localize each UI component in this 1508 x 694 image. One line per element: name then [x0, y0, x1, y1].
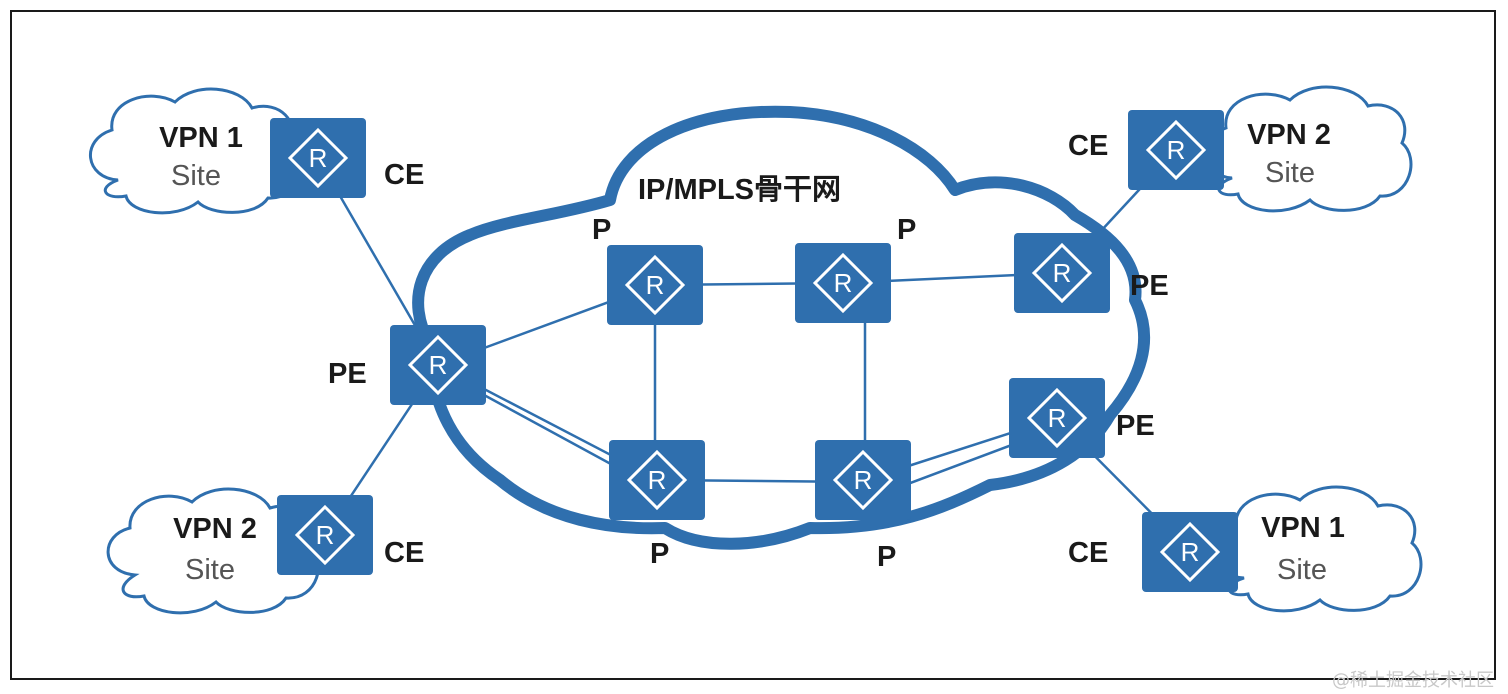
- p-label-top-2: P: [897, 214, 917, 246]
- pe-label-right-bottom: PE: [1116, 410, 1155, 442]
- ce-label-bottom-left: CE: [384, 537, 425, 569]
- p-label-bottom-2: P: [877, 541, 897, 573]
- ce-label-top-right: CE: [1068, 130, 1109, 162]
- site-vpn1-left-sub: Site: [171, 160, 221, 192]
- ce-label-bottom-right: CE: [1068, 537, 1109, 569]
- backbone-cloud: [412, 105, 1151, 550]
- site-cloud-top-right: [1204, 85, 1413, 213]
- site-vpn1-right-sub: Site: [1277, 554, 1327, 586]
- site-cloud-bottom-right: [1214, 485, 1423, 613]
- p-router-top-2[interactable]: [793, 241, 893, 325]
- ce-label-top-left: CE: [384, 159, 425, 191]
- ce-router-top-left[interactable]: [268, 116, 368, 200]
- p-label-top-1: P: [592, 214, 612, 246]
- watermark: @稀土掘金技术社区: [1332, 670, 1494, 691]
- p-router-bottom-2[interactable]: [813, 438, 913, 522]
- ce-router-top-right[interactable]: [1126, 108, 1226, 192]
- site-vpn1-left-label: VPN 1: [159, 122, 243, 154]
- ce-router-bottom-right[interactable]: [1140, 510, 1240, 594]
- pe-router-left[interactable]: [388, 323, 488, 407]
- diagram-frame: [10, 10, 1496, 680]
- site-vpn2-left-sub: Site: [185, 554, 235, 586]
- p-router-top-1[interactable]: [605, 243, 705, 327]
- site-vpn1-right-label: VPN 1: [1261, 512, 1345, 544]
- pe-router-right-bottom[interactable]: [1007, 376, 1107, 460]
- pe-label-left: PE: [328, 358, 367, 390]
- pe-router-right-top[interactable]: [1012, 231, 1112, 315]
- site-vpn2-left-label: VPN 2: [173, 513, 257, 545]
- backbone-label: IP/MPLS骨干网: [638, 174, 842, 206]
- pe-label-right-top: PE: [1130, 270, 1169, 302]
- p-label-bottom-1: P: [650, 538, 670, 570]
- ce-router-bottom-left[interactable]: [275, 493, 375, 577]
- site-vpn2-right-label: VPN 2: [1247, 119, 1331, 151]
- p-router-bottom-1[interactable]: [607, 438, 707, 522]
- site-vpn2-right-sub: Site: [1265, 157, 1315, 189]
